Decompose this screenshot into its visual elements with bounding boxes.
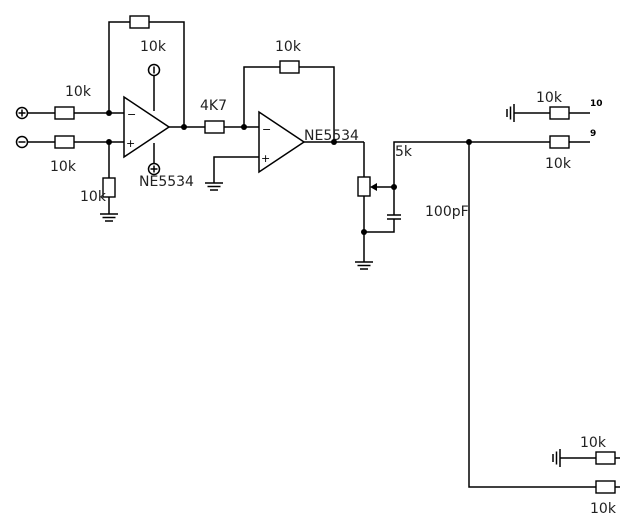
- trim-network: 5k 100pF: [355, 141, 636, 270]
- out-bottom-r2-label: 10k: [590, 501, 617, 517]
- wire: [364, 219, 395, 233]
- opamp-2-minus: −: [262, 123, 271, 136]
- outputs: 10k 10 10k 9 10k 10k: [466, 90, 636, 517]
- resistor-4k7: [204, 120, 225, 134]
- pot-label: 5k: [395, 144, 413, 160]
- r-in-bottom-label: 10k: [50, 159, 77, 175]
- input-minus-terminal: [15, 135, 29, 149]
- out-top-r1-label: 10k: [536, 90, 563, 106]
- ground-icon: [100, 213, 118, 222]
- junction: [331, 139, 337, 145]
- pin-9-label: 9: [590, 129, 596, 139]
- opamp-1-label: NE5534: [139, 174, 194, 190]
- supply-positive-icon: [147, 162, 161, 176]
- pin-10-label: 10: [590, 99, 603, 109]
- opamp-1-minus: −: [127, 108, 136, 121]
- opamp-2-plus: +: [261, 152, 270, 165]
- cap-label: 100pF: [425, 204, 469, 220]
- junction: [361, 229, 367, 235]
- r-4k7-label: 4K7: [200, 98, 227, 114]
- wire: [468, 142, 596, 488]
- resistor-r-in-bottom: [54, 135, 75, 149]
- ground-icon: [355, 261, 373, 270]
- opamp-2: [258, 110, 306, 174]
- ground-icon: [506, 104, 515, 122]
- supply-negative-icon: [147, 63, 161, 77]
- capacitor-100pf: [387, 214, 401, 220]
- junction: [181, 124, 187, 130]
- opamp-1-plus: +: [126, 137, 135, 150]
- out-top-r2-label: 10k: [545, 156, 572, 172]
- resistor-r-feedback-2: [279, 60, 300, 74]
- resistor-r-in-top: [54, 106, 75, 120]
- stage2: 4K7 10k − + NE5534: [200, 39, 364, 191]
- r-feedback-2-label: 10k: [275, 39, 302, 55]
- opamp-2-label: NE5534: [304, 128, 359, 144]
- r-in-top-label: 10k: [65, 84, 92, 100]
- stage1: 10k 10k 10k 10k − +: [15, 15, 205, 222]
- wiper-arrow-icon: [370, 183, 377, 191]
- ground-icon: [552, 449, 561, 467]
- out-bottom-r1-label: 10k: [580, 435, 607, 451]
- resistor-out-bottom-2: [595, 480, 616, 494]
- potentiometer-5k: [357, 176, 371, 197]
- input-plus-terminal: [15, 106, 29, 120]
- wire: [213, 156, 259, 183]
- r-ground-label: 10k: [80, 189, 107, 205]
- resistor-out-top-2: [549, 135, 570, 149]
- resistor-out-bottom-1: [595, 451, 616, 465]
- resistor-r-feedback-1: [129, 15, 150, 29]
- r-feedback-1-label: 10k: [140, 39, 167, 55]
- opamp-1: [123, 95, 171, 159]
- resistor-out-top-1: [549, 106, 570, 120]
- ground-icon: [205, 182, 223, 191]
